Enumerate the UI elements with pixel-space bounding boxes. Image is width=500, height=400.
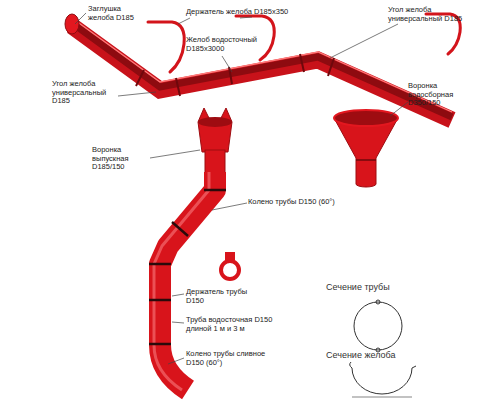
part-label: Колено трубы D150 (60°) xyxy=(248,198,358,207)
gutter-body xyxy=(72,26,452,120)
gutter xyxy=(65,14,452,120)
gutter-rim xyxy=(72,18,452,112)
section-title: Сечение желоба xyxy=(326,350,416,360)
part-label: Воронка водосборная D350/150 xyxy=(408,82,478,108)
part-label: Воронка выпускная D185/150 xyxy=(92,146,152,172)
part-label: Заглушка желоба D185 xyxy=(88,5,140,22)
part-label: Угол желоба универсальный D185 xyxy=(388,6,470,23)
part-label: Труба водосточная D150 длиной 1 м и 3 м xyxy=(186,316,282,333)
hook xyxy=(148,22,184,72)
gutter-section xyxy=(350,362,416,397)
gutter-inside xyxy=(72,23,452,117)
gutter-end-cap xyxy=(65,14,79,34)
part-label: Угол желоба универсальный D185 xyxy=(52,80,118,106)
part-label: Желоб водосточный D185х3000 xyxy=(186,36,266,53)
outlet-funnel xyxy=(198,108,232,174)
collecting-funnel xyxy=(334,110,398,187)
pipe-holder xyxy=(221,252,239,279)
gutter-joints xyxy=(136,54,334,96)
pipe-section xyxy=(354,300,402,352)
section-title: Сечение трубы xyxy=(326,282,416,292)
part-label: Колено трубы сливное D150 (60°) xyxy=(186,350,266,367)
part-label: Держатель трубы D150 xyxy=(186,288,248,305)
part-label: Держатель желоба D185х350 xyxy=(186,8,298,17)
leader-lines xyxy=(75,13,408,364)
